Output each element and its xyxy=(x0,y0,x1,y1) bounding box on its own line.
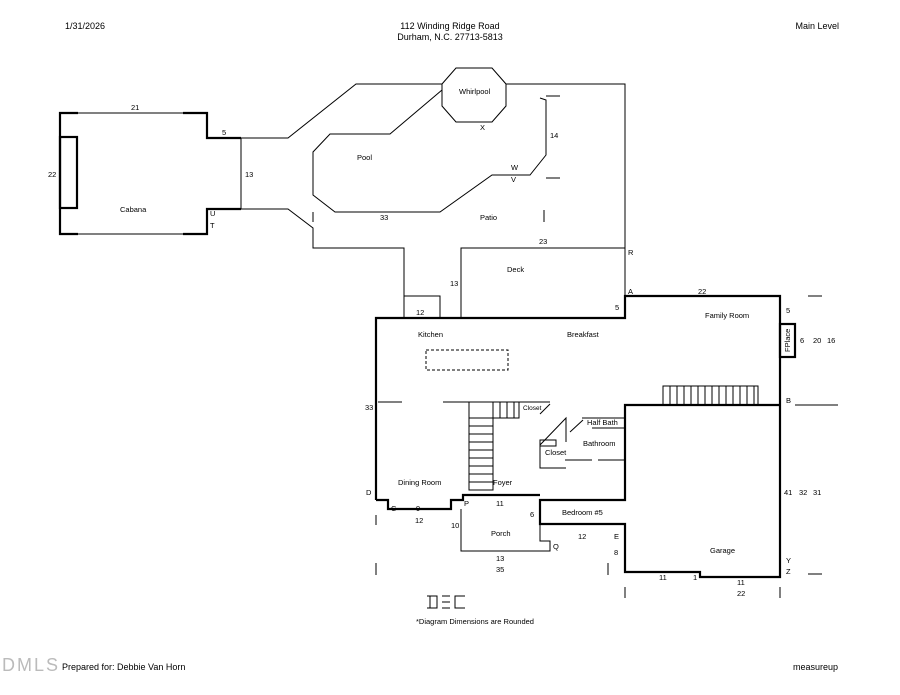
corner-t: T xyxy=(210,221,215,230)
dim-family-20: 20 xyxy=(813,336,821,345)
room-label-bedroom5: Bedroom #5 xyxy=(562,508,603,517)
room-label-breakfast: Breakfast xyxy=(567,330,600,339)
corner-a: A xyxy=(628,287,633,296)
corner-z: Z xyxy=(786,567,791,576)
dim-pool-right: 14 xyxy=(550,131,558,140)
dim-garage-1: 1 xyxy=(693,573,697,582)
dim-family-16: 16 xyxy=(827,336,835,345)
stairs xyxy=(468,385,759,491)
room-label-fplace: FPlace xyxy=(783,329,792,352)
dim-bedroom-12: 12 xyxy=(578,532,586,541)
dim-bedroom-6: 6 xyxy=(530,510,534,519)
dim-cabana-connector: 5 xyxy=(222,128,226,137)
room-label-closet-bath: Closet xyxy=(545,448,567,457)
dmls-watermark: DMLS xyxy=(2,655,61,675)
dim-kitchen-left: 33 xyxy=(365,403,373,412)
dim-pool-bottom: 33 xyxy=(380,213,388,222)
date-label: 1/31/2026 xyxy=(65,21,106,31)
address-line2: Durham, N.C. 27713-5813 xyxy=(397,32,503,42)
dim-cabana-top: 21 xyxy=(131,103,139,112)
corner-v: V xyxy=(511,175,516,184)
address-block: 112 Winding Ridge Road Durham, N.C. 2771… xyxy=(350,21,550,43)
dim-dining-12: 12 xyxy=(415,516,423,525)
room-label-family-room: Family Room xyxy=(705,311,749,320)
diagram-note: *Diagram Dimensions are Rounded xyxy=(416,617,534,626)
room-label-dining-room: Dining Room xyxy=(398,478,441,487)
cabana-walls xyxy=(58,111,241,236)
room-label-patio: Patio xyxy=(480,213,497,222)
room-label-garage: Garage xyxy=(710,546,735,555)
corner-d: D xyxy=(366,488,372,497)
corner-e: E xyxy=(614,532,619,541)
room-label-closet-stair: Closet xyxy=(523,405,542,412)
dim-cabana-side: 22 xyxy=(48,170,56,179)
dim-walkway: 13 xyxy=(245,170,253,179)
dim-garage-31: 31 xyxy=(813,488,821,497)
dimension-ticks xyxy=(375,295,838,598)
corner-q: Q xyxy=(553,542,559,551)
dim-garage-11b: 11 xyxy=(737,578,745,587)
dim-deck-top: 23 xyxy=(539,237,547,246)
corner-b: B xyxy=(786,396,791,405)
corner-u: U xyxy=(210,209,215,218)
dim-total-35: 35 xyxy=(496,565,504,574)
corner-p: P xyxy=(464,499,469,508)
level-label: Main Level xyxy=(795,21,839,31)
dim-dining-9: 9 xyxy=(416,504,420,513)
room-label-kitchen: Kitchen xyxy=(418,330,443,339)
corner-x: X xyxy=(480,123,485,132)
dim-garage-22: 22 xyxy=(737,589,745,598)
room-label-whirlpool: Whirlpool xyxy=(459,87,491,96)
dim-family-right-5: 5 xyxy=(786,306,790,315)
room-label-deck: Deck xyxy=(507,265,524,274)
dim-garage-41: 41 xyxy=(784,488,792,497)
dim-deck-left: 13 xyxy=(450,279,458,288)
corner-w: W xyxy=(511,163,519,172)
room-label-pool: Pool xyxy=(357,153,372,162)
dim-family-top: 22 xyxy=(698,287,706,296)
dim-garage-8: 8 xyxy=(614,548,618,557)
corner-c: C xyxy=(391,504,397,513)
dim-porch-10: 10 xyxy=(451,521,459,530)
room-label-half-bath: Half Bath xyxy=(587,418,618,427)
brand-label: measureup xyxy=(792,662,838,672)
room-label-porch: Porch xyxy=(491,529,511,538)
dim-garage-11a: 11 xyxy=(659,573,667,582)
dec-logo[interactable]: DEC xyxy=(420,595,465,609)
corner-r: R xyxy=(628,248,634,257)
dim-porch-13: 13 xyxy=(496,554,504,563)
dim-family-6: 6 xyxy=(800,336,804,345)
room-label-cabana: Cabana xyxy=(120,205,147,214)
dim-kitchen-bump: 12 xyxy=(416,308,424,317)
room-label-bathroom: Bathroom xyxy=(583,439,616,448)
pool-area-lines xyxy=(240,67,626,319)
svg-text:DEC: DEC xyxy=(420,597,437,606)
corner-y: Y xyxy=(786,556,791,565)
dim-garage-32: 32 xyxy=(799,488,807,497)
prepared-for: Prepared for: Debbie Van Horn xyxy=(62,662,186,672)
room-label-foyer: Foyer xyxy=(493,478,513,487)
dim-step-5: 5 xyxy=(615,303,619,312)
house-walls xyxy=(374,294,797,579)
dim-foyer-11: 11 xyxy=(496,499,504,508)
address-line1: 112 Winding Ridge Road xyxy=(400,21,500,31)
